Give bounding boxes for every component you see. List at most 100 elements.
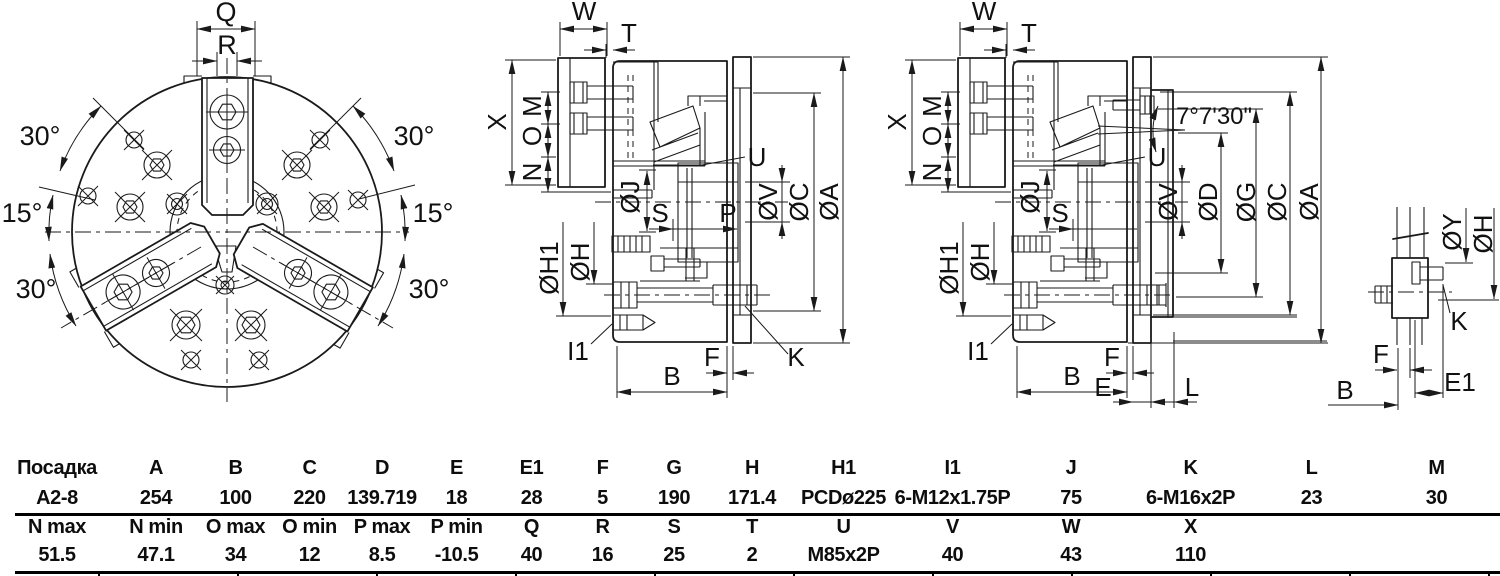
table-cell: 2: [746, 543, 758, 566]
table-cell: O min: [282, 516, 337, 538]
table-cell: -10.5: [434, 543, 479, 566]
table-cell: G: [666, 456, 682, 479]
table-cell: Q: [523, 516, 540, 538]
table-cell: PCDø225: [800, 487, 886, 509]
dim-label-q: Q: [215, 0, 236, 27]
table-cell: 23: [1300, 487, 1323, 509]
qr-dimensions: Q R: [192, 0, 262, 76]
table-cell: E1: [519, 456, 544, 479]
dim-label-dc: ØC: [784, 183, 814, 222]
dim-label-da: ØA: [814, 183, 844, 221]
table-cell: M: [1428, 456, 1445, 479]
table-cell: W: [1061, 516, 1081, 538]
table-cell: 40: [520, 543, 543, 566]
dim-label-l: L: [1185, 372, 1199, 402]
table-cell: N max: [27, 516, 87, 538]
dim-label-e: E: [1094, 372, 1111, 402]
table-rule-middle: [15, 513, 1500, 516]
table-cell: E: [450, 456, 463, 479]
table-cell: 30: [1425, 487, 1448, 509]
table-cell: K: [1183, 456, 1198, 479]
dim-label-dc2: ØC: [1262, 183, 1292, 222]
table-cell: 75: [1060, 487, 1082, 509]
table-cell: A2-8: [36, 487, 78, 509]
table-cell: 51.5: [38, 543, 76, 566]
table-cell: R: [595, 516, 610, 538]
table-cell: 12: [298, 543, 321, 566]
dim-label-dd: ØD: [1193, 183, 1223, 222]
table-cell: I1: [944, 456, 961, 479]
dim-label-e1: E1: [1444, 367, 1476, 397]
section-view-direct-mount: P K ØC ØA: [482, 0, 850, 398]
dim-label-k2: K: [1450, 306, 1468, 336]
table-cell: 25: [663, 543, 685, 566]
table-cell: 16: [591, 543, 614, 566]
table-cell: 110: [1174, 543, 1207, 566]
table-cell: C: [302, 456, 317, 479]
dim-label-f2: F: [1373, 339, 1389, 369]
table-cell: 8.5: [368, 543, 396, 566]
detail-view-front-mount: ØY ØH K F E1 B: [1328, 207, 1499, 410]
table-cell: V: [946, 516, 959, 538]
table-cell: 40: [941, 543, 964, 566]
dim-label-r: R: [217, 30, 237, 60]
jaw: [183, 75, 272, 216]
table-cell: Посадка: [17, 456, 97, 479]
table-cell: P min: [430, 516, 483, 538]
table-cell: M85x2P: [807, 543, 880, 566]
table-cell: D: [374, 456, 390, 479]
dim-label-dg: ØG: [1231, 182, 1261, 222]
dim-label-dy: ØY: [1437, 213, 1467, 251]
angle-label-30-top-left: 30°: [20, 121, 61, 151]
table-cell: F: [596, 456, 609, 479]
table-column-ticks: [98, 571, 1493, 576]
dim-label-k: K: [787, 342, 805, 372]
table-cell: [1250, 542, 1373, 568]
table-cell: 5: [597, 487, 608, 509]
table-cell: [1373, 513, 1500, 542]
dim-label-da2: ØA: [1294, 183, 1324, 221]
table-cell: 254: [139, 487, 173, 509]
table-cell: N min: [129, 516, 183, 538]
table-cell: 18: [445, 487, 468, 509]
angle-label-30-top-right: 30°: [394, 121, 435, 151]
technical-drawing: W T X M O N ØJ S U ØV ØH1 ØH: [2, 0, 1499, 410]
table-cell: 43: [1060, 543, 1082, 566]
table-value-row: A2-8 254 100 220 139.719 18 28 5 190 171.4 PCDø225…: [0, 484, 1500, 513]
table-cell: 190: [657, 487, 691, 509]
table-cell: L: [1305, 456, 1318, 479]
angle-label-30-bottom-right: 30°: [409, 274, 450, 304]
table-cell: 28: [520, 487, 543, 509]
table-cell: X: [1184, 516, 1197, 538]
dim-label-b2: B: [1336, 375, 1353, 405]
angle-label-15-left: 15°: [2, 198, 43, 228]
table-cell: B: [228, 456, 243, 479]
table-cell: U: [836, 516, 851, 538]
table-cell: 220: [293, 487, 326, 509]
angle-label-30-bottom-left: 30°: [16, 274, 57, 304]
table-cell: O max: [205, 516, 266, 538]
table-cell: 139.719: [347, 487, 417, 509]
table-cell: S: [667, 516, 681, 538]
table-cell: H1: [831, 456, 856, 479]
table-cell: 171.4: [727, 487, 777, 509]
dim-label-taper-angle: 7°7'30": [1176, 103, 1252, 130]
table-cell: H: [744, 456, 760, 479]
table-cell: A: [148, 456, 164, 479]
table-cell: 6-M12x1.75P: [894, 487, 1011, 509]
table-cell: T: [746, 516, 758, 538]
table-cell: 100: [219, 487, 252, 509]
table-cell: [1250, 513, 1373, 542]
table-cell: P max: [353, 516, 411, 538]
table-cell: 34: [224, 543, 247, 566]
front-view: 30° 15° 30° 30° 15° 30° Q R: [2, 0, 453, 402]
dim-label-p: P: [719, 198, 736, 228]
table-header-row: N max N min O max O min P max P min Q R S T U V W X: [0, 513, 1500, 542]
section-view-adapter-mount: 7°7'30" ØD ØG ØC ØA E L: [882, 0, 1328, 408]
table-cell: [1373, 542, 1500, 568]
angle-dimensions: 30° 15° 30° 30° 15° 30°: [2, 97, 453, 327]
